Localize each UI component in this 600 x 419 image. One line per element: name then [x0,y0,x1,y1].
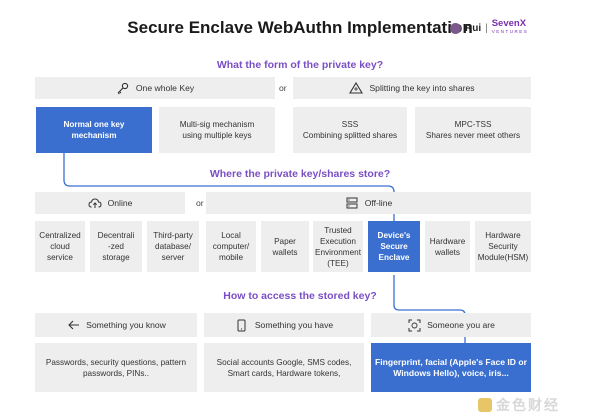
avatar-icon [450,22,461,34]
flow-line-form-to-store [63,152,395,222]
question-access: How to access the stored key? [223,290,377,302]
header-splitting-key: Splitting the key into shares [293,77,531,99]
header-offline: Off-line [206,192,531,214]
header-label: Someone you are [427,320,495,330]
box-text: MPC-TSS Shares never meet others [425,120,521,140]
store-box-hsm: Hardware Security Module(HSM) [475,221,531,272]
brand-org: SevenX [491,18,527,29]
or-label: or [196,198,204,208]
header-online: Online [35,192,185,214]
box-text: Social accounts Google, SMS codes, Smart… [216,357,352,378]
header-someone-you-are: Someone you are [371,313,531,337]
or-label: or [279,83,287,93]
header-label: Something you know [86,320,166,330]
box-text: Passwords, security questions, pattern p… [45,357,187,378]
form-box-normal-one-key: Normal one key mechanism [36,107,152,153]
cloud-upload-icon [88,196,102,210]
store-box-tee: Trusted Execution Environment (TEE) [313,221,363,272]
access-box-are: Fingerprint, facial (Apple's Face ID or … [371,343,531,392]
box-text: SSS Combining splitted shares [302,120,398,140]
box-text: Device's Secure Enclave [377,231,411,262]
phone-icon [235,318,249,332]
watermark-text: 金色财经 [496,397,560,413]
box-text: Trusted Execution Environment (TEE) [315,225,361,268]
store-box-secure-enclave: Device's Secure Enclave [368,221,420,272]
brand-org-sub: VENTURES [491,29,529,34]
box-text: Paper wallets [272,236,298,257]
box-text: Centralized cloud service [39,231,81,262]
store-box-hardware-wallets: Hardware wallets [425,221,470,272]
watermark: 金色财经 [478,395,560,415]
store-box-decentralized: Decentrali -zed storage [90,221,142,272]
box-text: Normal one key mechanism [63,120,125,140]
access-box-know: Passwords, security questions, pattern p… [35,343,197,392]
box-text: Multi-sig mechanism using multiple keys [179,120,255,140]
box-text: Hardware Security Module(HSM) [477,231,529,262]
box-text: Local computer/ mobile [212,231,250,262]
box-text: Fingerprint, facial (Apple's Face ID or … [375,356,527,378]
server-icon [345,196,359,210]
brand-separator: | [485,22,488,34]
arrow-left-icon [66,318,80,332]
brand-author: Rui [465,22,482,34]
brand: Rui | SevenX VENTURES [450,18,590,36]
header-label: One whole Key [135,83,195,93]
question-store: Where the private key/shares store? [209,168,391,180]
header-something-you-know: Something you know [35,313,197,337]
box-text: Decentrali -zed storage [97,231,135,262]
header-something-you-have: Something you have [204,313,364,337]
header-label: Online [107,198,133,208]
watermark-logo-icon [478,398,492,412]
page-title: Secure Enclave WebAuthn Implementation [127,18,473,37]
key-icon [116,81,130,95]
face-scan-icon [407,318,421,332]
flow-line-store-to-access [393,275,466,344]
header-one-whole-key: One whole Key [35,77,275,99]
store-box-third-party: Third-party database/ server [147,221,199,272]
form-box-multisig: Multi-sig mechanism using multiple keys [159,107,275,153]
header-label: Splitting the key into shares [369,83,475,93]
box-text: Hardware wallets [429,236,466,257]
header-label: Off-line [364,198,393,208]
box-text: Third-party database/ server [153,231,193,262]
store-box-paper-wallets: Paper wallets [261,221,309,272]
triangle-icon [349,81,364,95]
question-form: What the form of the private key? [216,59,384,71]
access-box-have: Social accounts Google, SMS codes, Smart… [204,343,364,392]
store-box-local-computer: Local computer/ mobile [206,221,256,272]
form-box-sss: SSS Combining splitted shares [293,107,407,153]
form-box-mpc-tss: MPC-TSS Shares never meet others [415,107,531,153]
header-label: Something you have [254,320,334,330]
store-box-centralized-cloud: Centralized cloud service [35,221,85,272]
